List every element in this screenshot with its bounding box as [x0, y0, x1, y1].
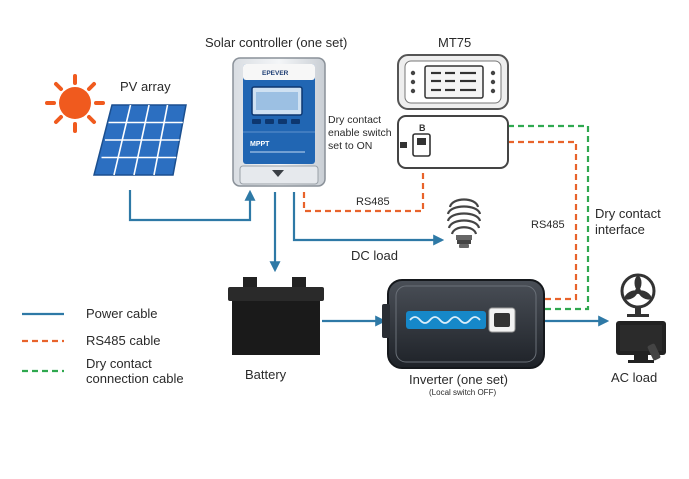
- light-bulb-icon: [446, 198, 482, 248]
- dry-contact-interface-line-1: Dry contact: [595, 206, 661, 221]
- dc-load-label: DC load: [351, 248, 398, 263]
- dry-contact-enable-label: Dry contact enable switch set to ON: [328, 114, 392, 153]
- legend-item-rs485: RS485 cable: [86, 333, 161, 348]
- pv-to-controller-cable: [128, 189, 256, 222]
- solar-controller-label: Solar controller (one set): [205, 35, 348, 50]
- controller-to-dc-load-cable: [292, 192, 445, 246]
- legend-swatches: [22, 312, 64, 373]
- solar-controller-device: EPEVER MPPT: [232, 57, 326, 187]
- dry-contact-cables: [435, 120, 590, 311]
- inverter-to-switch-dry-contact: [435, 120, 590, 311]
- rs485-inverter-label: RS485: [531, 219, 565, 231]
- tv-icon: [616, 321, 666, 363]
- mt75-meter-device: [397, 54, 509, 110]
- rs485-controller-label: RS485: [356, 196, 390, 208]
- dry-contact-enable-line-2: enable switch: [328, 127, 392, 139]
- legend-dry-contact-line-2: connection cable: [86, 371, 184, 386]
- dry-contact-enable-line-1: Dry contact: [328, 114, 382, 126]
- pv-panel-icon: [93, 104, 187, 176]
- rs485-cables: [302, 136, 578, 301]
- controller-model: MPPT: [250, 141, 270, 148]
- sun-icon: [45, 74, 105, 133]
- dry-contact-switch-device: B: [397, 115, 509, 169]
- dry-contact-interface-label: Dry contact interface: [595, 206, 661, 238]
- dry-contact-interface-line-2: interface: [595, 222, 645, 237]
- mt75-label: MT75: [438, 35, 472, 50]
- legend-item-power: Power cable: [86, 306, 158, 321]
- dry-contact-enable-line-3: set to ON: [328, 140, 373, 152]
- pv-array-label: PV array: [120, 79, 171, 94]
- inverter-note-label: (Local switch OFF): [429, 388, 497, 397]
- power-cables: [128, 189, 610, 327]
- inverter-device: [382, 279, 545, 369]
- battery-label: Battery: [245, 367, 287, 382]
- inverter-to-switch-rs485: [435, 136, 578, 301]
- legend-item-dry-contact: Dry contact connection cable: [86, 356, 184, 386]
- switch-letter: B: [419, 123, 426, 133]
- controller-to-switch-rs485: [302, 162, 425, 213]
- controller-brand: EPEVER: [262, 70, 289, 77]
- battery-icon: [228, 277, 324, 355]
- legend-dry-contact-line-1: Dry contact: [86, 356, 152, 371]
- ac-load-label: AC load: [611, 370, 658, 385]
- inverter-label: Inverter (one set): [409, 372, 508, 387]
- fan-icon: [620, 273, 656, 317]
